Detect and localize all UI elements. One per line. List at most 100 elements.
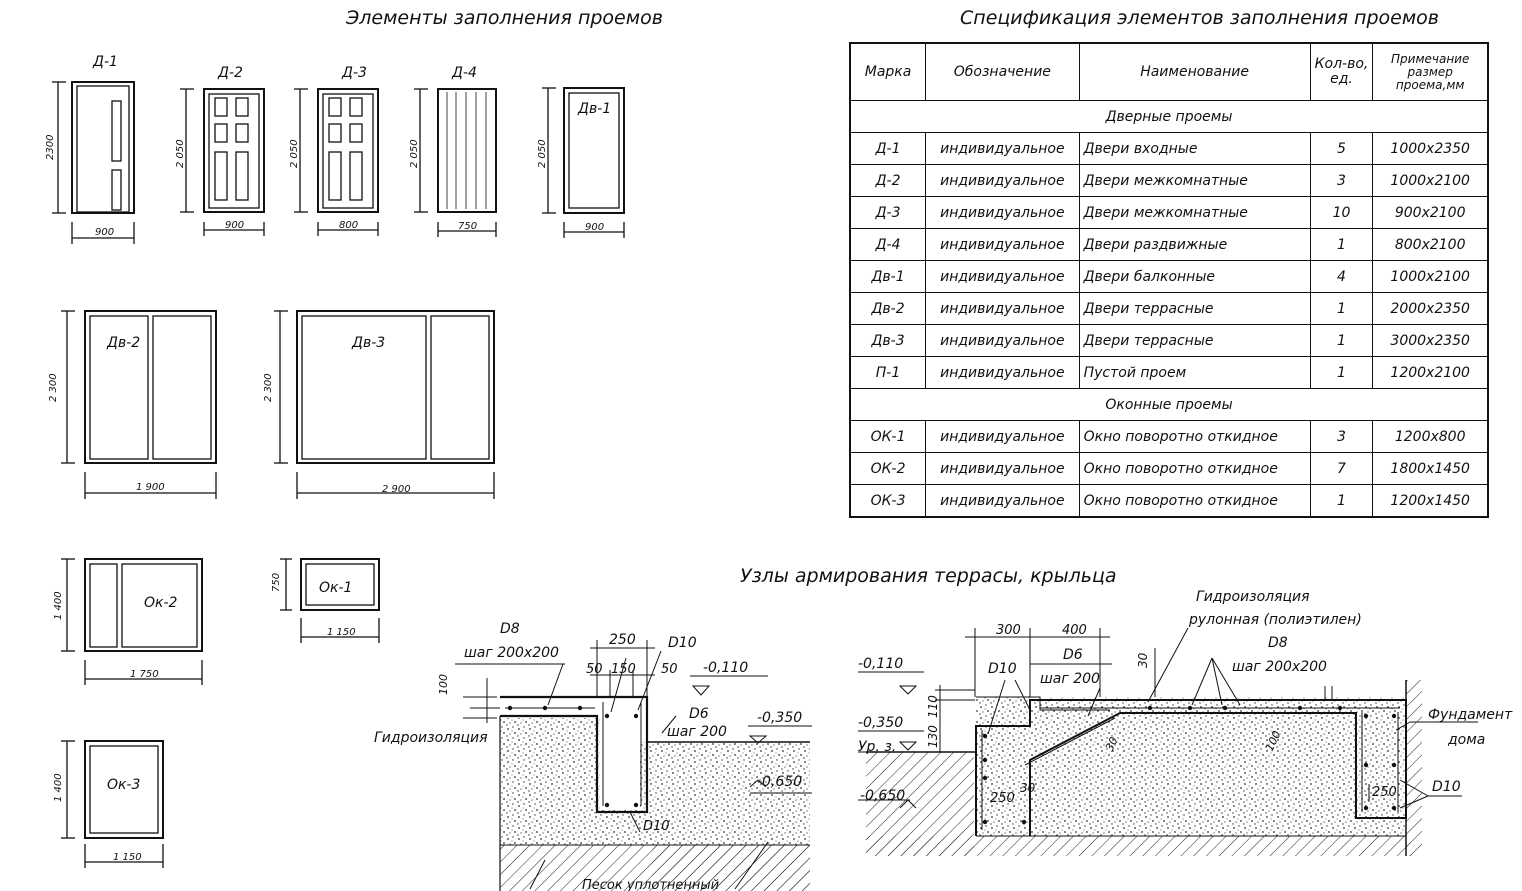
spec-table: Марка Обозначение Наименование Кол-во, е… [849, 42, 1489, 518]
door-d3 [294, 88, 379, 236]
cell-mark: Дв-1 [849, 260, 927, 293]
header-note-line1: Примечание [1391, 51, 1470, 66]
section-windows-row: Оконные проемы [849, 388, 1489, 421]
node-left-level-0350: -0,350 [757, 710, 802, 726]
spec-header-row: Марка Обозначение Наименование Кол-во, е… [849, 42, 1489, 101]
window-ok1 [280, 558, 380, 643]
label-dv2: Дв-2 [106, 335, 140, 351]
cell-qty: 1 [1309, 292, 1374, 325]
dim-dv1-height: 2 050 [537, 139, 548, 168]
node-left-dim-50a: 50 [586, 662, 603, 677]
node-right-ground: Ур. з. [858, 739, 896, 755]
cell-size: 1000х2100 [1372, 164, 1489, 197]
header-note-line3: проема,мм [1395, 77, 1465, 92]
node-right-d10: D10 [988, 661, 1017, 677]
node-right-mesh: шаг 200х200 [1232, 659, 1327, 675]
dim-dv3-height: 2 300 [263, 373, 274, 402]
header-name: Наименование [1078, 42, 1311, 101]
cell-size: 1000х2100 [1372, 260, 1489, 293]
node-right-d8: D8 [1268, 635, 1288, 651]
cell-qty: 1 [1309, 484, 1374, 518]
node-right-d6: D6 [1063, 647, 1083, 663]
door-d4 [414, 88, 497, 237]
dim-ok3-width: 1 150 [113, 852, 142, 863]
node-right-foundation-2: дома [1447, 732, 1485, 748]
cell-designation: индивидуальное [925, 260, 1080, 293]
node-left-d6-step: шаг 200 [667, 724, 727, 740]
node-left-sand: Песок уплотненный [582, 878, 719, 891]
section-doors-label: Дверные проемы [849, 100, 1489, 133]
cell-name: Двери раздвижные [1078, 228, 1311, 261]
node-right-dim-250b: 250 [1372, 785, 1397, 800]
node-right-dim-110: 110 [926, 695, 940, 718]
node-left: D8 шаг 200х200 250 D10 50 150 50 -0,110 … [374, 621, 812, 891]
dim-ok1-height: 750 [271, 573, 282, 592]
node-left-dim-50b: 50 [661, 662, 678, 677]
label-ok3: Ок-3 [107, 777, 140, 793]
table-row: Дв-1 индивидуальное Двери балконные 4 10… [849, 260, 1489, 293]
cell-name: Двери балконные [1078, 260, 1311, 293]
cell-mark: П-1 [849, 356, 927, 389]
header-designation: Обозначение [925, 42, 1080, 101]
cell-name: Окно поворотно откидное [1078, 420, 1311, 453]
node-right-waterproof-2: рулонная (полиэтилен) [1188, 612, 1362, 628]
cell-mark: ОК-3 [849, 484, 927, 518]
cell-designation: индивидуальное [925, 228, 1080, 261]
label-d3: Д-3 [341, 65, 367, 81]
node-left-dim-250: 250 [609, 632, 636, 648]
node-left-d10-top: D10 [668, 635, 697, 651]
node-right-foundation-1: Фундамент [1428, 707, 1513, 723]
dim-d4-height: 2 050 [409, 139, 420, 168]
dim-dv2-height: 2 300 [48, 373, 59, 402]
cell-size: 900х2100 [1372, 196, 1489, 229]
node-left-d6: D6 [689, 706, 709, 722]
cell-name: Двери межкомнатные [1078, 196, 1311, 229]
label-d2: Д-2 [217, 65, 243, 81]
node-right-level-0650: -0,650 [860, 788, 905, 804]
node-left-level-0650: -0,650 [757, 774, 802, 790]
header-note-line2: размер [1407, 64, 1453, 79]
node-right-dim-300: 300 [996, 623, 1021, 638]
dim-dv2-width: 1 900 [136, 482, 165, 493]
table-row: Д-2 индивидуальное Двери межкомнатные 3 … [849, 164, 1489, 197]
node-left-level-0110: -0,110 [703, 660, 748, 676]
cell-name: Двери террасные [1078, 324, 1311, 357]
node-left-waterproof: Гидроизоляция [374, 730, 488, 746]
label-dv3: Дв-3 [351, 335, 385, 351]
node-left-mesh: шаг 200х200 [464, 645, 559, 661]
node-right-dim-30b: 30 [1020, 781, 1036, 795]
dim-ok1-width: 1 150 [327, 627, 356, 638]
cell-size: 1000х2350 [1372, 132, 1489, 165]
node-right: 300 400 Гидроизоляция рулонная (полиэтил… [858, 589, 1513, 856]
cell-mark: Дв-3 [849, 324, 927, 357]
label-ok1: Ок-1 [319, 580, 352, 596]
section-doors-row: Дверные проемы [849, 100, 1489, 133]
dim-d4-width: 750 [458, 221, 477, 232]
header-mark: Марка [849, 42, 927, 101]
node-right-d6-step: шаг 200 [1040, 671, 1100, 687]
table-row: Д-4 индивидуальное Двери раздвижные 1 80… [849, 228, 1489, 261]
cell-qty: 3 [1309, 420, 1374, 453]
cell-name: Пустой проем [1078, 356, 1311, 389]
window-ok2 [61, 558, 203, 685]
spec-title: Спецификация элементов заполнения проемо… [960, 7, 1439, 29]
cell-mark: ОК-1 [849, 420, 927, 453]
cell-size: 3000х2350 [1372, 324, 1489, 357]
node-left-d8: D8 [500, 621, 520, 637]
cell-designation: индивидуальное [925, 420, 1080, 453]
table-row: Д-3 индивидуальное Двери межкомнатные 10… [849, 196, 1489, 229]
door-dv1 [542, 87, 625, 238]
cell-designation: индивидуальное [925, 452, 1080, 485]
header-qty-line1: Кол-во, [1314, 56, 1369, 72]
cell-size: 1200х1450 [1372, 484, 1489, 518]
node-right-dim-30: 30 [1136, 652, 1150, 668]
cell-name: Окно поворотно откидное [1078, 452, 1311, 485]
cell-name: Окно поворотно откидное [1078, 484, 1311, 518]
cell-designation: индивидуальное [925, 196, 1080, 229]
cell-qty: 7 [1309, 452, 1374, 485]
cell-mark: Дв-2 [849, 292, 927, 325]
door-d1 [52, 81, 135, 244]
dim-d3-width: 800 [339, 220, 358, 231]
dim-d3-height: 2 050 [289, 139, 300, 168]
node-right-level-0350: -0,350 [858, 715, 903, 731]
